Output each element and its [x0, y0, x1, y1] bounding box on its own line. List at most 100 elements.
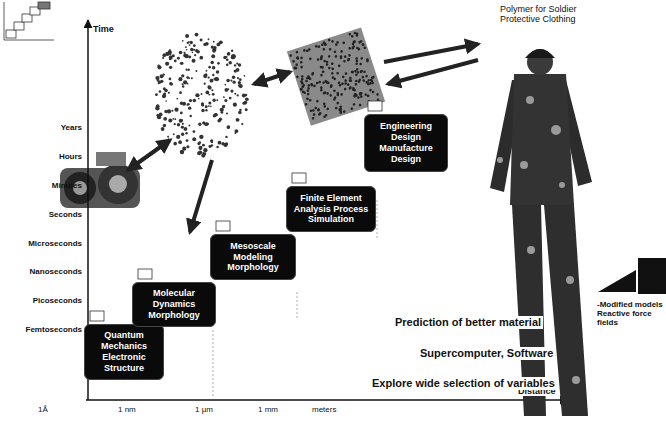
time-tick: Years — [2, 123, 82, 132]
mesh-dot — [324, 43, 327, 46]
mesh-dot — [316, 81, 319, 84]
atom-dot — [214, 113, 217, 116]
atom-dot — [241, 123, 243, 125]
atom-dot — [189, 44, 191, 46]
atom-dot — [231, 55, 235, 59]
time-tick: Microseconds — [2, 239, 82, 248]
atom-dot — [177, 57, 180, 60]
mesh-dot — [311, 72, 314, 75]
atom-dot — [223, 105, 225, 107]
polymer-mesh — [287, 27, 385, 125]
mesh-dot — [359, 70, 362, 73]
atom-dot — [157, 64, 159, 66]
mesh-dot — [318, 80, 321, 83]
atom-dot — [195, 33, 199, 37]
mesh-dot — [306, 76, 309, 79]
mesh-dot — [348, 33, 351, 36]
soldier-helmet — [525, 49, 555, 58]
mesh-dot — [341, 82, 344, 85]
guide — [297, 292, 298, 320]
atom-dot — [234, 93, 236, 95]
mesh-dot — [322, 70, 325, 73]
mesh-dot — [301, 78, 304, 81]
atom-dot — [244, 75, 246, 77]
mesh-dot — [353, 88, 356, 91]
atom-dot — [212, 99, 215, 102]
mesh-dot — [363, 46, 366, 49]
mesh-dot — [339, 56, 342, 59]
mesh-dot — [376, 93, 379, 96]
atom-dot — [163, 124, 166, 127]
atom-dot — [162, 57, 164, 59]
atom-dot — [244, 101, 248, 105]
atom-dot — [208, 76, 210, 78]
atom-dot — [232, 76, 235, 79]
atom-dot — [219, 40, 223, 44]
mesh-dot — [344, 82, 347, 85]
atom-dot — [182, 85, 185, 88]
time-tick: Picoseconds — [2, 296, 82, 305]
time-tick: Femtoseconds — [2, 325, 82, 334]
mesh-dot — [360, 95, 363, 98]
atom-dot — [186, 139, 189, 142]
atom-dot — [170, 56, 172, 58]
atom-dot — [162, 95, 166, 99]
mesh-dot — [317, 108, 320, 111]
machine-top — [96, 152, 126, 166]
mesh-dot — [296, 57, 299, 60]
atom-dot — [201, 93, 203, 95]
atom-dot — [213, 46, 216, 49]
atom-dot — [206, 70, 208, 72]
mesh-dot — [329, 48, 332, 51]
step-icon — [368, 101, 382, 111]
mini-step — [14, 22, 24, 30]
atom-dot — [186, 76, 189, 79]
atom-dot — [226, 113, 228, 115]
mesh-dot — [338, 108, 341, 111]
atom-dot — [231, 54, 235, 58]
atom-dot — [212, 66, 214, 68]
mesh-dot — [347, 58, 350, 61]
atom-dot — [200, 39, 203, 42]
mesh-dot — [319, 65, 322, 68]
atom-dot — [168, 92, 170, 94]
mesh-dot — [361, 43, 364, 46]
mesh-dot — [340, 50, 343, 53]
mesh-dot — [306, 97, 309, 100]
mesh-dot — [331, 40, 334, 43]
mesh-dot — [333, 89, 336, 92]
atom-dot — [203, 74, 207, 78]
atom-dot — [219, 118, 222, 121]
atom-dot — [213, 41, 215, 43]
mesh-dot — [356, 46, 359, 49]
mesh-dot — [344, 87, 347, 90]
atom-dot — [193, 130, 196, 133]
atom-dot — [173, 133, 175, 135]
atom-dot — [169, 66, 172, 69]
mesh-dot — [324, 114, 327, 117]
time-tick: Hours — [2, 152, 82, 161]
atom-dot — [239, 78, 242, 81]
mesh-dot — [329, 94, 332, 97]
mesh-dot — [348, 79, 351, 82]
mesh-dot — [323, 105, 326, 108]
double-arrow — [128, 140, 170, 170]
atom-dot — [239, 109, 241, 111]
note: Polymer for Soldier Protective Clothing — [500, 4, 600, 25]
mesh-dot — [349, 86, 352, 89]
atom-dot — [174, 118, 176, 120]
mesh-dot — [354, 83, 357, 86]
atom-dot — [205, 109, 207, 111]
atom-dot — [169, 82, 172, 85]
mesh-dot — [322, 92, 325, 95]
atom-dot — [183, 80, 187, 84]
atom-dot — [223, 96, 225, 98]
atom-dot — [182, 123, 184, 125]
arrow — [190, 160, 212, 232]
mini-axis — [4, 40, 54, 41]
atom-dot — [178, 140, 182, 144]
mesh-dot — [348, 87, 351, 90]
mini-axis — [4, 2, 5, 40]
atom-dot — [236, 118, 240, 122]
atom-dot — [190, 48, 193, 51]
